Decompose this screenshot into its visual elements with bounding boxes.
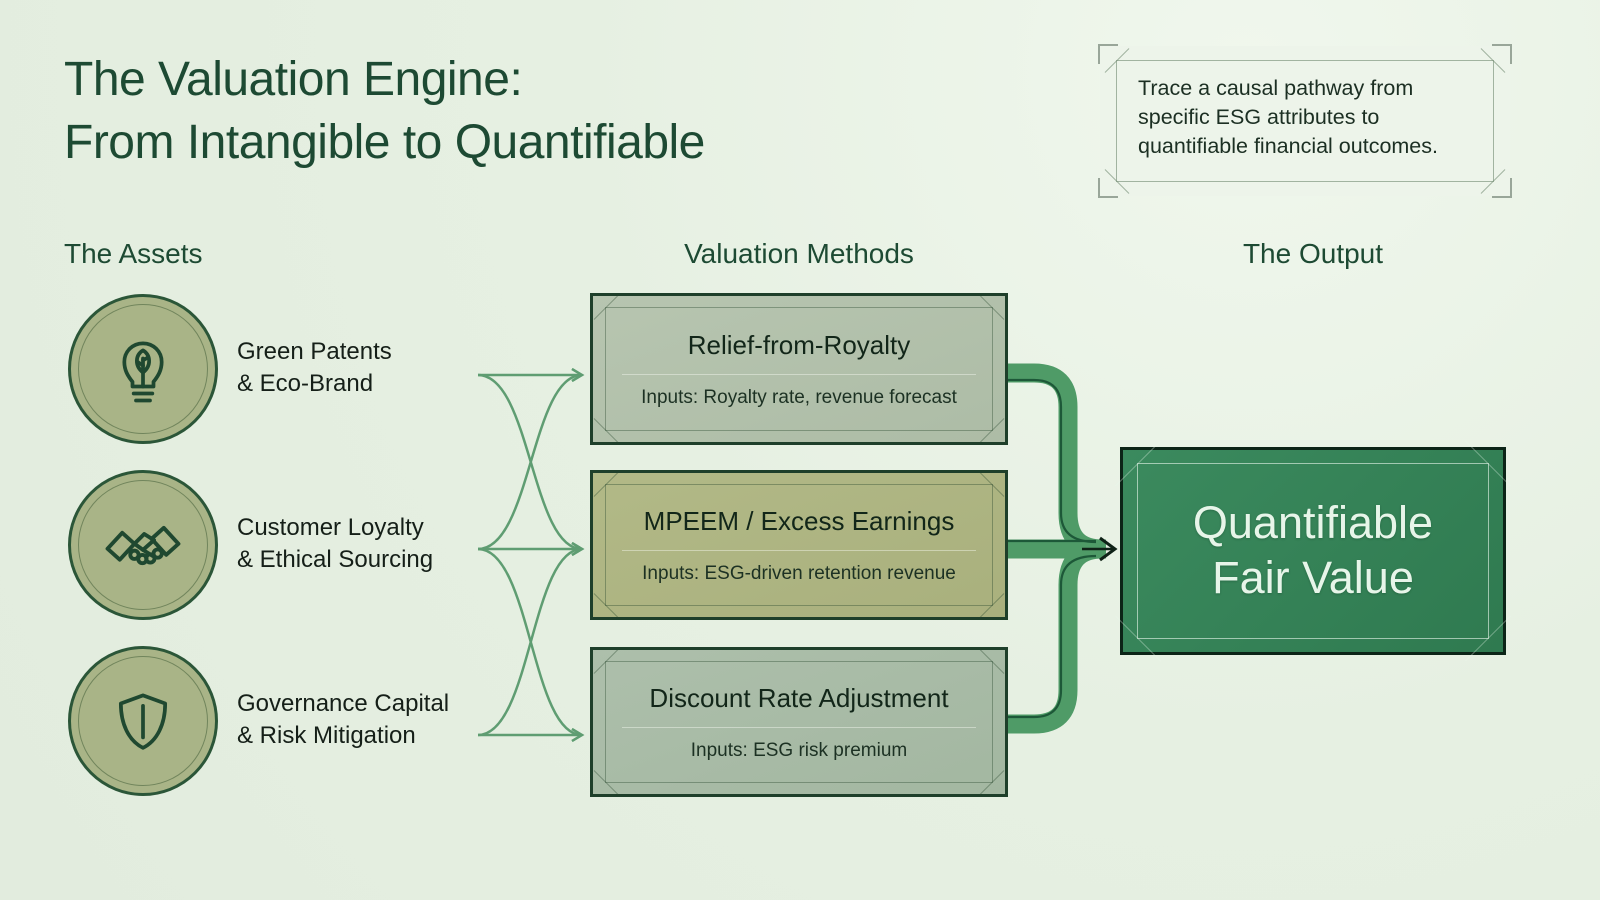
pipe-accent-lines (1008, 378, 1097, 719)
method-box-frame (593, 649, 1005, 795)
note-frame (1104, 48, 1506, 194)
method-inputs: Inputs: ESG-driven retention revenue (642, 562, 956, 584)
asset-label-governance-capital: Governance Capital & Risk Mitigation (237, 690, 450, 749)
method-title: Relief-from-Royalty (687, 329, 911, 360)
merge-arrowhead-icon (1082, 536, 1118, 562)
method-box-frame (593, 472, 1005, 618)
divider (621, 373, 977, 375)
column-header-assets: The Assets (64, 238, 203, 269)
asset-label-green-patents: Green Patents & Eco-Brand (237, 338, 392, 397)
method-title: MPEEM / Excess Earnings (643, 505, 955, 536)
page-title-line2: From Intangible to Quantifiable (64, 116, 705, 170)
method-to-output-pipes (1008, 363, 1106, 734)
instruction-note: Trace a causal pathway from specific ESG… (1098, 44, 1512, 198)
asset-badge-green-patents (68, 294, 218, 444)
method-inputs: Inputs: ESG risk premium (690, 739, 908, 761)
method-box-relief-from-royalty: Relief-from-Royalty Inputs: Royalty rate… (590, 293, 1008, 445)
asset-to-method-arrows (477, 375, 582, 735)
divider (621, 549, 977, 551)
method-box-discount-rate: Discount Rate Adjustment Inputs: ESG ris… (590, 647, 1008, 797)
corner-bracket-icon (1492, 44, 1512, 64)
note-text: Trace a causal pathway from specific ESG… (1138, 76, 1438, 158)
handshake-icon (105, 525, 181, 566)
output-box-quantifiable-fair-value: Quantifiable Fair Value (1115, 440, 1511, 662)
corner-bracket-icon (1098, 44, 1118, 64)
asset-badge-governance-capital (68, 646, 218, 796)
page-title: The Valuation Engine: From Intangible to… (64, 48, 705, 175)
method-box-frame (593, 295, 1005, 443)
corner-bracket-icon (1098, 178, 1118, 198)
output-text: Quantifiable Fair Value (1192, 497, 1434, 603)
method-box-mpeem: MPEEM / Excess Earnings Inputs: ESG-driv… (590, 470, 1008, 620)
method-inputs: Inputs: Royalty rate, revenue forecast (641, 386, 957, 408)
asset-label-customer-loyalty: Customer Loyalty & Ethical Sourcing (237, 514, 434, 573)
column-header-methods: Valuation Methods (684, 238, 914, 269)
corner-bracket-icon (1492, 178, 1512, 198)
column-header-output: The Output (1242, 238, 1384, 269)
shield-icon (118, 693, 168, 750)
asset-badge-customer-loyalty (68, 470, 218, 620)
divider (621, 726, 977, 728)
method-title: Discount Rate Adjustment (649, 682, 949, 713)
output-box-frame (1115, 440, 1511, 662)
lightbulb-leaf-icon (122, 341, 164, 403)
page-title-line1: The Valuation Engine: (64, 53, 523, 106)
